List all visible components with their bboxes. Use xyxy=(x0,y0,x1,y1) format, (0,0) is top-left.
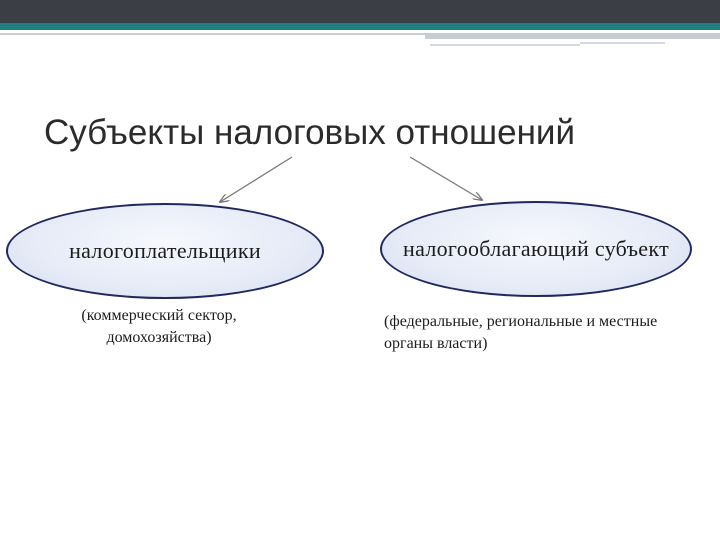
decor-line xyxy=(430,44,580,46)
node-taxpayers-label: налогоплательщики xyxy=(69,238,261,263)
node-taxpayers: налогоплательщики xyxy=(6,203,324,299)
top-bar xyxy=(0,0,720,23)
slide-title: Субъекты налоговых отношений xyxy=(44,113,576,152)
note-taxpayers: (коммерческий сектор, домохозяйства) xyxy=(81,307,237,346)
accent-bar xyxy=(0,23,720,30)
connector-arrow-left xyxy=(220,156,293,202)
decor-line xyxy=(0,33,425,35)
decor-line xyxy=(580,42,665,44)
node-taxing-subject: налогооблагающий субъект xyxy=(380,201,692,297)
node-taxing-subject-label: налогооблагающий субъект xyxy=(403,236,669,261)
note-taxing-subject: (федеральные, региональные и местные орг… xyxy=(384,313,658,352)
connector-arrow-right xyxy=(409,156,482,200)
decor-line xyxy=(425,33,720,39)
